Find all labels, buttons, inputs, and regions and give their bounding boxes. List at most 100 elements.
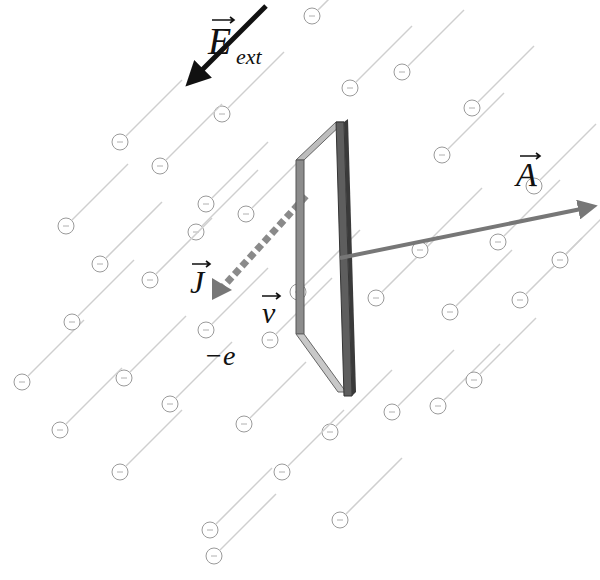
electron-charge [97,264,103,265]
velocity-symbol: v [262,298,275,328]
electron-charge [399,72,405,73]
electron [434,147,450,163]
electron [64,314,80,330]
electron-trail [250,362,306,418]
electron-charge [373,298,379,299]
electron-charge [347,88,353,89]
electron [142,272,158,288]
electron [368,290,384,306]
electron [238,206,254,222]
electron-trail [346,458,402,514]
electron-trail [106,202,162,258]
electron [112,464,128,480]
electron [112,134,128,150]
electron-charge [117,142,123,143]
electron [332,512,348,528]
electron-field [14,0,600,564]
electron-charge [557,260,563,261]
electron [490,234,506,250]
electron-charge [447,312,453,313]
current-arrowhead [212,278,232,300]
electron-charge [517,300,523,301]
current-arrow [222,196,306,288]
electron-trail [126,80,182,136]
electron [58,218,74,234]
electron [512,292,528,308]
electron-charge [389,412,395,413]
electron-charge [167,404,173,405]
electron [274,464,290,480]
field-arrow [196,6,266,76]
electron-trail [212,142,268,198]
electron-charge [207,530,213,531]
electron-trail [126,410,182,466]
electron [214,106,230,122]
electron-charge [243,214,249,215]
electron-charge [63,226,69,227]
electron-trail [220,494,276,550]
electron [394,64,410,80]
electron-trail [166,104,222,160]
electron-trail [288,410,344,466]
electron-trail [78,260,134,316]
electron [14,374,30,390]
electron [322,424,338,440]
electron [430,398,446,414]
electron-charge [121,378,127,379]
field-subscript: ext [236,46,262,68]
electron-trail [480,318,536,374]
electron-trail [444,344,500,400]
electron-charge [157,166,163,167]
electron-charge [117,472,123,473]
electron [162,396,178,412]
electron [304,8,320,24]
electron [262,332,278,348]
electron-trail [566,198,600,254]
electron-trail [356,26,412,82]
electron-charge [469,108,475,109]
vector-overarrows [192,17,540,299]
electron [198,196,214,212]
electron-charge [327,432,333,433]
electron [442,304,458,320]
electron-charge [219,114,225,115]
field-symbol: E [208,22,231,60]
electron-charge [439,155,445,156]
electron-charge [495,242,501,243]
electron-charge [147,280,153,281]
electron [236,416,252,432]
electron-trail [318,0,374,10]
electron-trail [216,468,272,524]
electron [552,252,568,268]
electron-charge [309,16,315,17]
electron-trail [130,316,186,372]
electron-charge [417,250,423,251]
electron-charge [69,322,75,323]
electron-charge [57,430,63,431]
electron-charge [267,340,273,341]
electron [202,522,218,538]
electron-trail [66,368,122,424]
electron-charge [337,520,343,521]
electron [92,256,108,272]
electron [342,80,358,96]
electron [198,322,214,338]
electron [206,548,222,564]
electron-charge [435,406,441,407]
electron [52,422,68,438]
electron-charge [241,424,247,425]
electron [464,100,480,116]
electron-trail [456,250,512,306]
electron-trail [540,124,596,180]
area-symbol: A [516,158,537,192]
electron [384,404,400,420]
electron [466,372,482,388]
electron-trail [202,170,258,226]
electron-charge [471,380,477,381]
electron-trail [212,268,268,324]
electron-charge [279,472,285,473]
electron [152,158,168,174]
charge-label: −e [204,342,235,370]
electron-charge [203,330,209,331]
